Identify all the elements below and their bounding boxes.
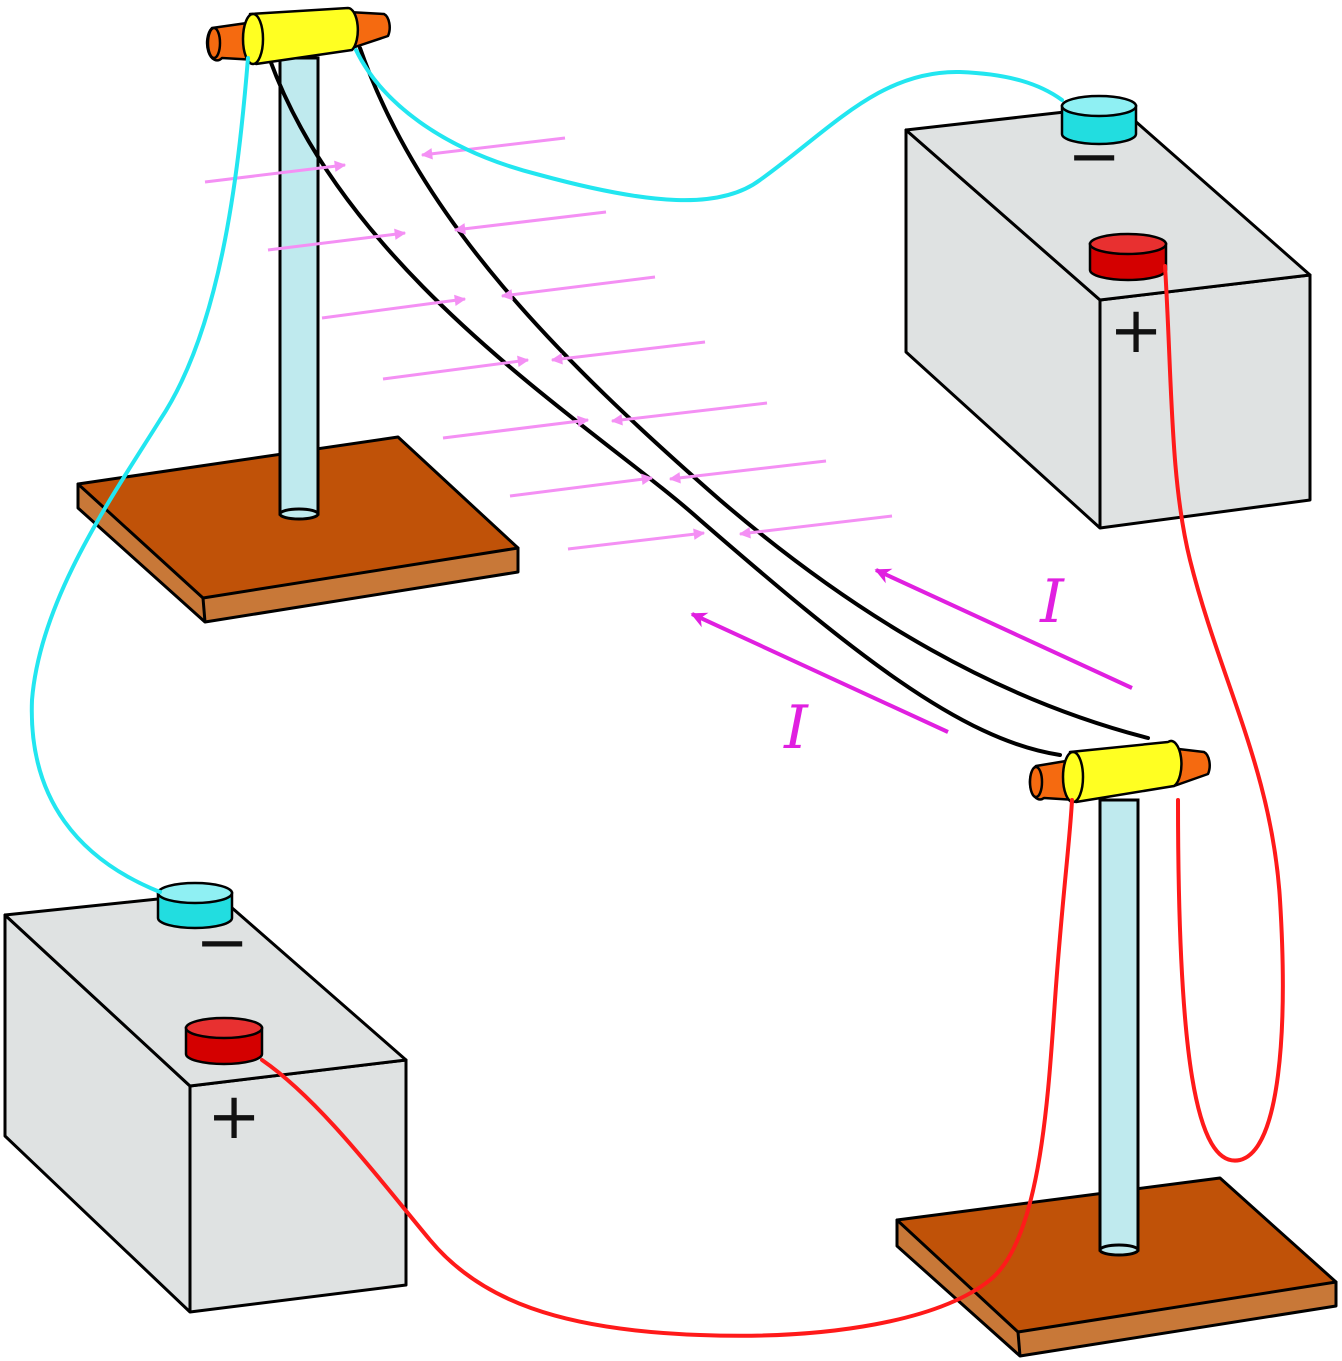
current-arrow-icon — [874, 568, 1133, 690]
clamp-top-left — [205, 6, 391, 66]
force-arrow-icon — [610, 401, 768, 426]
wire-negative-top-right — [354, 48, 1064, 203]
wire-positive-top-right — [1163, 264, 1285, 1163]
wire-b — [358, 46, 1150, 740]
terminal-positive-bottom-left — [184, 1016, 264, 1066]
battery-bottom-left-plus-sign: + — [207, 1080, 261, 1154]
force-arrow-icon — [204, 160, 347, 184]
battery-top-right: − + — [904, 94, 1312, 530]
wire-positive-bottom-left — [260, 798, 1074, 1338]
battery-top-right-minus-sign: − — [1067, 120, 1121, 194]
current-label-lower: I — [783, 693, 809, 763]
terminal-negative-top-right — [1060, 94, 1138, 146]
current-arrow-icon — [690, 612, 949, 734]
battery-bottom-left-minus-sign: − — [195, 906, 249, 980]
force-arrows — [204, 136, 893, 551]
lead-wires-positive — [260, 264, 1285, 1338]
force-arrow-icon — [550, 340, 706, 365]
stand-top-left — [76, 56, 520, 624]
battery-bottom-left: − + — [3, 881, 408, 1314]
force-arrow-icon — [267, 228, 407, 252]
force-arrow-icon — [509, 473, 654, 498]
post-bottom-right — [1098, 798, 1140, 1257]
force-arrow-icon — [738, 514, 893, 539]
clamp-bottom-right — [1028, 739, 1211, 804]
terminal-negative-bottom-left — [156, 881, 234, 930]
terminal-positive-top-right — [1088, 232, 1168, 282]
stand-bottom-right — [895, 798, 1338, 1358]
lead-wires-negative — [29, 48, 1064, 894]
force-arrow-icon — [382, 355, 530, 381]
wire-negative-bottom-left — [29, 56, 250, 894]
force-arrow-icon — [668, 459, 827, 484]
force-arrow-icon — [321, 294, 467, 320]
current-arrows — [690, 568, 1133, 734]
force-arrow-icon — [420, 136, 566, 160]
current-label-upper: I — [1039, 567, 1065, 637]
force-arrow-icon — [500, 275, 656, 301]
force-arrow-icon — [567, 528, 706, 551]
battery-top-right-plus-sign: + — [1109, 294, 1163, 368]
force-arrow-icon — [453, 210, 607, 235]
force-arrow-icon — [442, 415, 590, 440]
